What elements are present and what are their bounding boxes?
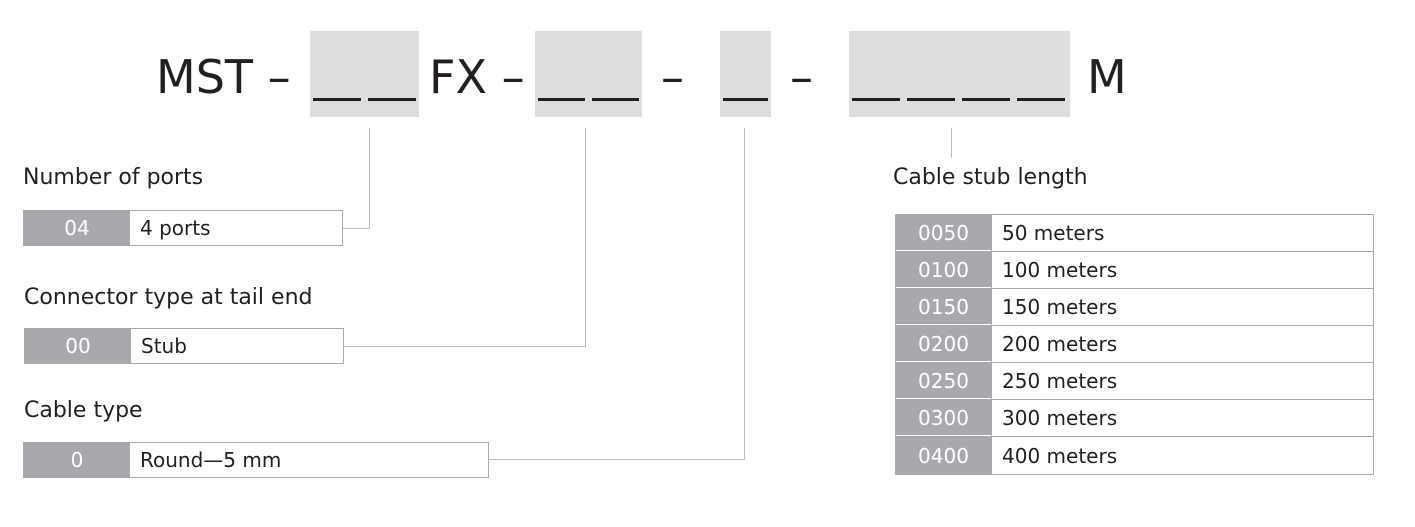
ports-slot — [310, 31, 419, 117]
part-dash-2: – — [790, 50, 813, 104]
cable-type-option-row: 0 Round—5 mm — [23, 442, 489, 478]
table-row: 0250 250 meters — [896, 363, 1373, 400]
stub-length-code: 0050 — [896, 215, 991, 251]
table-row: 0100 100 meters — [896, 252, 1373, 289]
part-dash-1: – — [661, 50, 684, 104]
stub-length-code: 0400 — [896, 437, 991, 474]
stub-length-label: 300 meters — [991, 400, 1373, 436]
cable-type-slot — [720, 31, 771, 117]
table-row: 0200 200 meters — [896, 326, 1373, 363]
cable-type-connector-vertical — [744, 128, 745, 460]
cable-type-option-label: Round—5 mm — [140, 448, 282, 472]
part-suffix: M — [1087, 50, 1127, 104]
part-fx: FX – — [429, 50, 525, 104]
stub-length-label: 400 meters — [991, 437, 1373, 474]
stub-blank-4 — [1017, 98, 1065, 101]
table-row: 0050 50 meters — [896, 215, 1373, 252]
ports-option-code: 04 — [24, 211, 130, 245]
ports-option-row: 04 4 ports — [23, 210, 343, 246]
cable-type-option-code: 0 — [24, 443, 130, 477]
stub-length-table: 0050 50 meters 0100 100 meters 0150 150 … — [895, 214, 1374, 475]
table-row: 0150 150 meters — [896, 289, 1373, 326]
connector-option-code: 00 — [25, 329, 131, 363]
stub-blank-2 — [907, 98, 955, 101]
stub-length-code: 0150 — [896, 289, 991, 325]
cable-type-connector-horizontal — [488, 459, 745, 460]
stub-blank-3 — [962, 98, 1010, 101]
connector-blank-1 — [538, 98, 585, 101]
ports-section-title: Number of ports — [23, 165, 204, 190]
stub-length-code: 0200 — [896, 326, 991, 362]
stub-length-code: 0100 — [896, 252, 991, 288]
connector-slot — [535, 31, 642, 117]
stub-length-label: 150 meters — [991, 289, 1373, 325]
ports-connector-vertical — [369, 128, 370, 229]
table-row: 0400 400 meters — [896, 437, 1373, 474]
ports-option-label: 4 ports — [140, 216, 211, 240]
ports-connector-horizontal — [342, 228, 370, 229]
stub-length-label: 200 meters — [991, 326, 1373, 362]
part-prefix: MST – — [156, 50, 291, 104]
connector-section-title: Connector type at tail end — [24, 285, 313, 310]
table-row: 0300 300 meters — [896, 400, 1373, 437]
stub-length-code: 0250 — [896, 363, 991, 399]
connector-connector-horizontal — [344, 346, 586, 347]
connector-option-label: Stub — [141, 334, 187, 358]
ports-blank-2 — [368, 98, 416, 101]
connector-option-row: 00 Stub — [24, 328, 344, 364]
stub-length-label: 100 meters — [991, 252, 1373, 288]
stub-length-slot — [849, 31, 1070, 117]
stub-length-section-title: Cable stub length — [893, 165, 1088, 190]
stub-length-connector-vertical — [951, 128, 952, 158]
stub-length-label: 250 meters — [991, 363, 1373, 399]
ports-blank-1 — [313, 98, 361, 101]
cable-type-section-title: Cable type — [24, 398, 143, 423]
connector-connector-vertical — [585, 128, 586, 347]
stub-length-code: 0300 — [896, 400, 991, 436]
stub-blank-1 — [852, 98, 900, 101]
cable-type-blank — [723, 98, 768, 101]
stub-length-label: 50 meters — [991, 215, 1373, 251]
connector-blank-2 — [592, 98, 639, 101]
